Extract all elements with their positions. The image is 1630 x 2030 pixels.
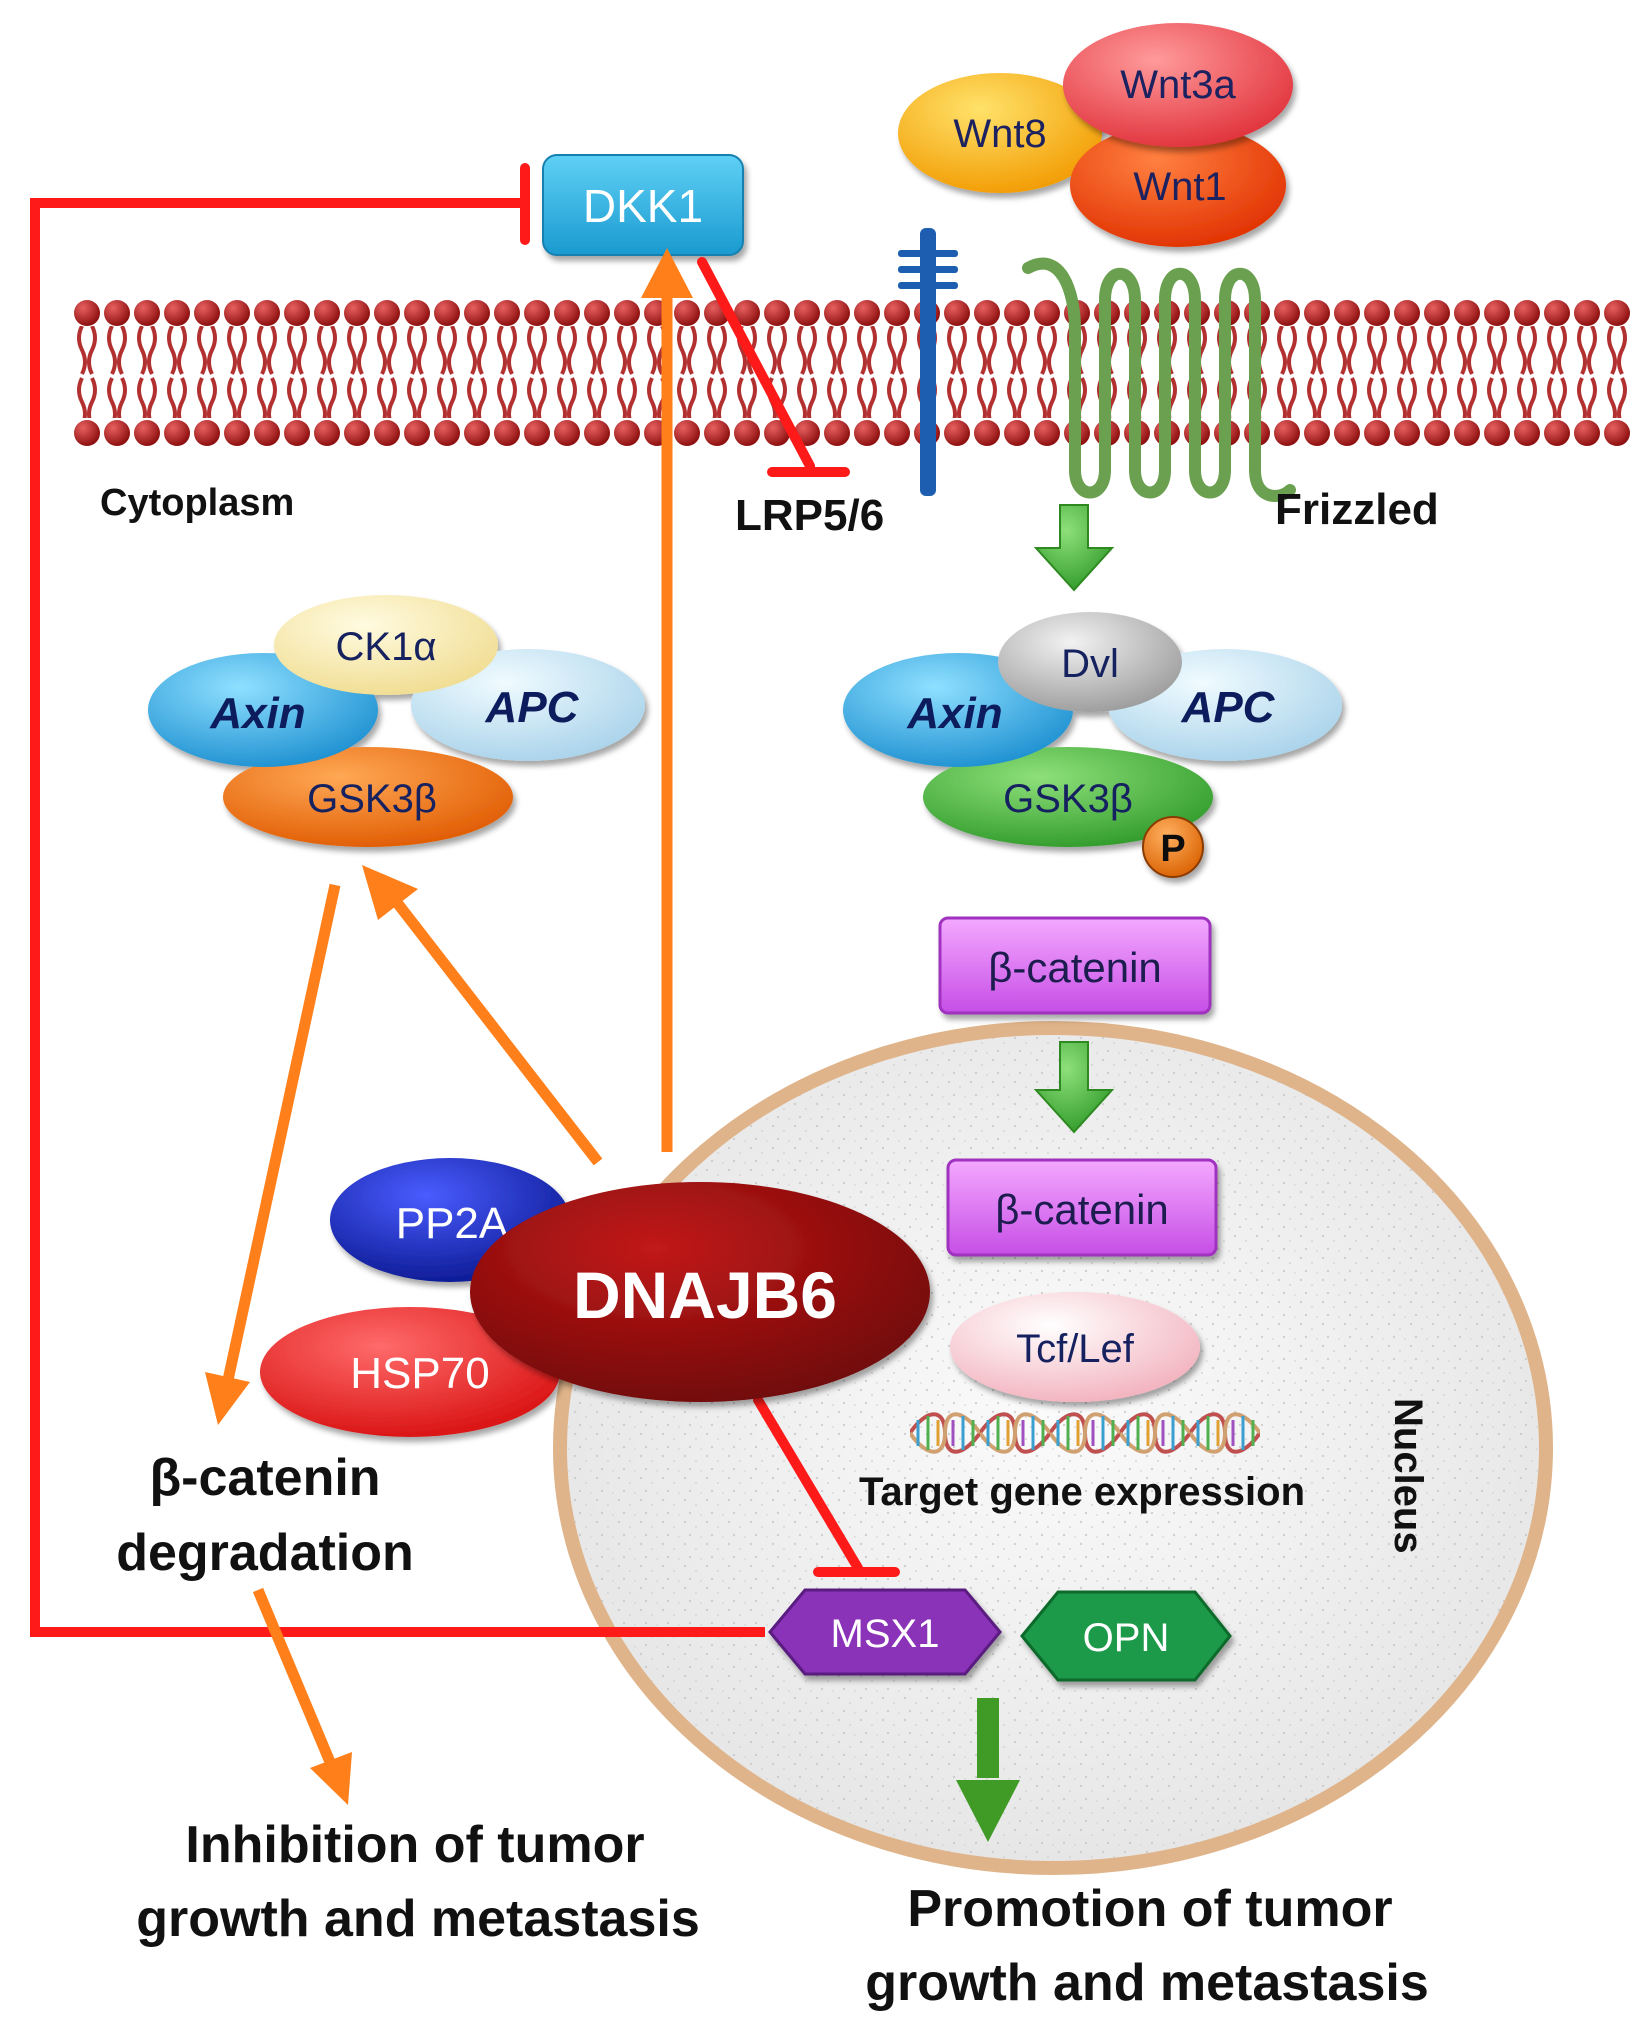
inhibit-msx1-dkk1-loop (30, 163, 765, 1637)
frizzled-receptor (1022, 257, 1296, 502)
frizzled-label: Frizzled (1275, 485, 1439, 534)
svg-text:Dvl: Dvl (1061, 642, 1119, 686)
svg-text:growth and metastasis: growth and metastasis (865, 1954, 1428, 2012)
lrp-receptor (898, 228, 958, 496)
lrp-label: LRP5/6 (735, 491, 884, 540)
svg-text:DNAJB6: DNAJB6 (573, 1258, 837, 1332)
svg-text:CK1α: CK1α (336, 625, 437, 669)
nucleus-label: Nucleus (1386, 1398, 1430, 1554)
svg-text:β-catenin: β-catenin (988, 944, 1162, 991)
svg-text:DKK1: DKK1 (583, 180, 703, 232)
svg-text:Wnt3a: Wnt3a (1120, 63, 1236, 107)
msx1: MSX1 (768, 1588, 1002, 1676)
tcf-lef: Tcf/Lef (950, 1292, 1200, 1402)
inhibit-dkk1-lrp (697, 257, 850, 477)
degradation-label: β-catenin degradation (116, 1449, 414, 1582)
arrow-dnajb6-dkk1 (641, 248, 693, 1152)
svg-text:degradation: degradation (116, 1524, 414, 1582)
svg-text:P: P (1160, 828, 1185, 870)
target-gene-label: Target gene expression (859, 1470, 1305, 1514)
arrow-promotion (956, 1698, 1020, 1842)
opn: OPN (1020, 1590, 1232, 1682)
svg-text:GSK3β: GSK3β (307, 777, 437, 821)
right-complex: GSK3β Axin APC Dvl P (843, 612, 1342, 878)
dnajb6: DNAJB6 (470, 1182, 930, 1402)
left-ck1a: CK1α (274, 595, 498, 695)
bcatenin-cytoplasm: β-catenin (938, 916, 1212, 1015)
svg-text:β-catenin: β-catenin (995, 1186, 1169, 1233)
arrow-frizzled-complex (1033, 504, 1115, 592)
wnt3a: Wnt3a (1063, 23, 1293, 147)
arrow-bcatenin-nucleus (1033, 1041, 1115, 1134)
wnt1: Wnt1 (1070, 123, 1286, 247)
cytoplasm-label: Cytoplasm (100, 482, 294, 524)
svg-text:β-catenin: β-catenin (149, 1449, 380, 1507)
svg-text:Wnt1: Wnt1 (1133, 165, 1226, 209)
svg-text:HSP70: HSP70 (350, 1349, 489, 1398)
svg-text:Axin: Axin (209, 689, 305, 738)
svg-text:Tcf/Lef: Tcf/Lef (1016, 1327, 1135, 1371)
svg-text:GSK3β: GSK3β (1003, 777, 1133, 821)
promotion-label: Promotion of tumor growth and metastasis (865, 1880, 1428, 2012)
svg-text:PP2A: PP2A (396, 1199, 509, 1248)
svg-text:OPN: OPN (1083, 1616, 1170, 1660)
dkk1-box: DKK1 (542, 154, 744, 256)
arrow-dnajb6-gsk3b (362, 865, 603, 1166)
svg-text:APC: APC (485, 683, 580, 732)
svg-text:Inhibition of tumor: Inhibition of tumor (185, 1816, 644, 1874)
wnt8: Wnt8 (898, 73, 1102, 193)
phosphate-badge: P (1142, 816, 1204, 878)
inhibition-label: Inhibition of tumor growth and metastasi… (136, 1816, 699, 1948)
bcatenin-nucleus: β-catenin (946, 1158, 1218, 1257)
svg-text:Axin: Axin (906, 689, 1002, 738)
dna-helix (910, 1408, 1260, 1458)
left-gsk3b: GSK3β (223, 747, 513, 847)
svg-text:Promotion of tumor: Promotion of tumor (907, 1880, 1392, 1938)
hsp70: HSP70 (260, 1307, 560, 1437)
svg-text:MSX1: MSX1 (831, 1612, 940, 1656)
arrow-gsk3b-degradation (205, 883, 341, 1425)
right-gsk3b: GSK3β (923, 747, 1213, 847)
svg-text:APC: APC (1181, 683, 1276, 732)
right-dvl: Dvl (998, 612, 1182, 712)
svg-text:Wnt8: Wnt8 (953, 112, 1046, 156)
cell-membrane (72, 298, 1630, 446)
arrow-degradation-inhibition (252, 1587, 352, 1805)
svg-text:growth and metastasis: growth and metastasis (136, 1890, 699, 1948)
left-destruction-complex: GSK3β Axin APC CK1α (148, 595, 645, 847)
inhibit-dnajb6-msx1 (753, 1395, 900, 1577)
